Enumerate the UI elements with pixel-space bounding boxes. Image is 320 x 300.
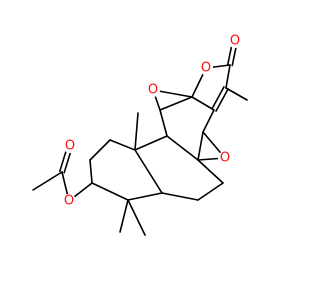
bond-C10-C5 [134, 149, 163, 194]
bond-C9-C8 [166, 135, 199, 161]
bond-layer [32, 39, 248, 236]
bond-C3-C4 [91, 182, 129, 201]
bond-C8-C7 [197, 159, 224, 184]
molecule-diagram: O O O O O O [32, 34, 248, 236]
bond-C10-C1 [109, 139, 136, 151]
bond-C19-C20 [225, 64, 231, 89]
svg-text:O: O [201, 61, 211, 76]
double-bond-C20-C13-a [211, 86, 225, 110]
atom-o-lactone: O [199, 61, 213, 76]
bond-C12-C11 [159, 96, 193, 111]
bond-C8-C14 [197, 131, 204, 161]
bond-C7-C6 [197, 182, 224, 201]
double-bond-C20-C13-b [215, 88, 229, 112]
bond-Cac-Meac [32, 171, 63, 191]
bond-C11-C9 [159, 109, 168, 137]
svg-text:O: O [220, 151, 230, 166]
atom-o-ester: O [62, 194, 76, 209]
svg-text:O: O [230, 34, 240, 49]
structure-drawing: O O O O O O [32, 34, 248, 236]
bond-C9-C10 [134, 135, 168, 151]
bond-C1-C2 [89, 139, 111, 161]
bond-C13-C14 [202, 109, 215, 133]
bond-C6-C5 [161, 192, 199, 201]
svg-text:O: O [65, 139, 75, 154]
bond-C4-Me4b [127, 199, 146, 236]
bond-C4-Me4a [119, 199, 129, 233]
atom-layer: O O O O O O [62, 34, 242, 209]
bond-C5-C4 [127, 192, 163, 201]
bond-C2-C3 [89, 159, 93, 184]
bond-C10-Me10 [134, 112, 139, 151]
bond-C20-Me20 [225, 87, 248, 101]
svg-text:O: O [64, 194, 74, 209]
atom-o-epoxide-upper: O [146, 83, 160, 98]
svg-text:O: O [148, 83, 158, 98]
atom-o-epoxide-lower: O [218, 151, 232, 166]
bond-C13-C12 [191, 96, 215, 111]
atom-o-ester-carbonyl: O [63, 139, 77, 154]
atom-o-carbonyl: O [228, 34, 242, 49]
